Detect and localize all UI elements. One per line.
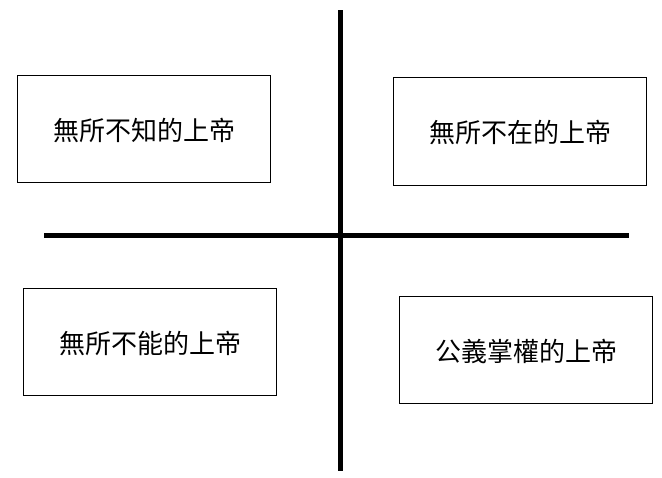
quadrant-label: 無所不能的上帝 (58, 329, 241, 360)
quadrant-box-top-right: 無所不在的上帝 (393, 77, 647, 186)
quadrant-box-bottom-right: 公義掌權的上帝 (399, 296, 653, 404)
quadrant-label: 無所不在的上帝 (428, 119, 611, 149)
quadrant-label: 公義掌權的上帝 (434, 337, 617, 368)
quadrant-box-bottom-left: 無所不能的上帝 (23, 288, 277, 396)
quadrant-box-top-left: 無所不知的上帝 (17, 75, 271, 183)
vertical-axis-line (338, 10, 343, 471)
horizontal-axis-line (44, 233, 629, 238)
quadrant-label: 無所不知的上帝 (52, 116, 235, 147)
